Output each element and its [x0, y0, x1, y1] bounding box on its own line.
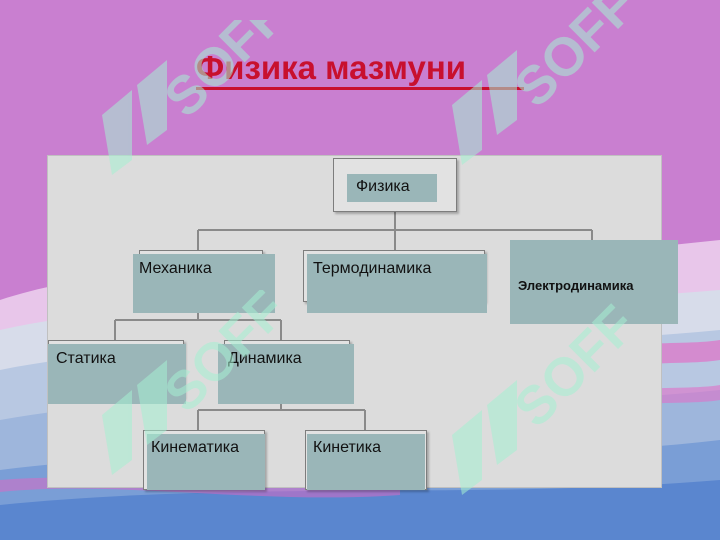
- node-dynamics: Динамика: [218, 340, 356, 405]
- node-mechanics: Механика: [133, 250, 278, 314]
- node-dynamics-fill: [218, 344, 354, 404]
- node-thermodynamics-label: Термодинамика: [313, 260, 432, 277]
- node-kinetics: Кинетика: [305, 430, 429, 492]
- node-statics: Статика: [48, 340, 188, 405]
- node-mechanics-label: Механика: [139, 260, 212, 277]
- slide-title: Физика мазмуни: [196, 49, 467, 86]
- node-kinematics-label: Кинематика: [151, 439, 240, 456]
- node-electrodynamics-label: Электродинамика: [518, 278, 634, 293]
- node-physics: Физика: [333, 158, 457, 212]
- node-statics-label: Статика: [56, 350, 116, 367]
- node-thermodynamics: Термодинамика: [303, 250, 488, 314]
- node-physics-label: Физика: [356, 178, 410, 195]
- node-kinetics-fill: [307, 434, 425, 490]
- node-thermodynamics-fill: [307, 254, 487, 313]
- title-underline: [196, 87, 524, 90]
- node-mechanics-fill: [133, 254, 275, 313]
- node-electrodynamics: Электродинамика: [510, 240, 680, 325]
- node-dynamics-label: Динамика: [228, 350, 302, 367]
- node-physics-fill: [347, 174, 437, 202]
- node-electrodynamics-fill: [510, 240, 678, 324]
- node-kinetics-label: Кинетика: [313, 439, 381, 456]
- node-kinematics: Кинематика: [143, 430, 267, 492]
